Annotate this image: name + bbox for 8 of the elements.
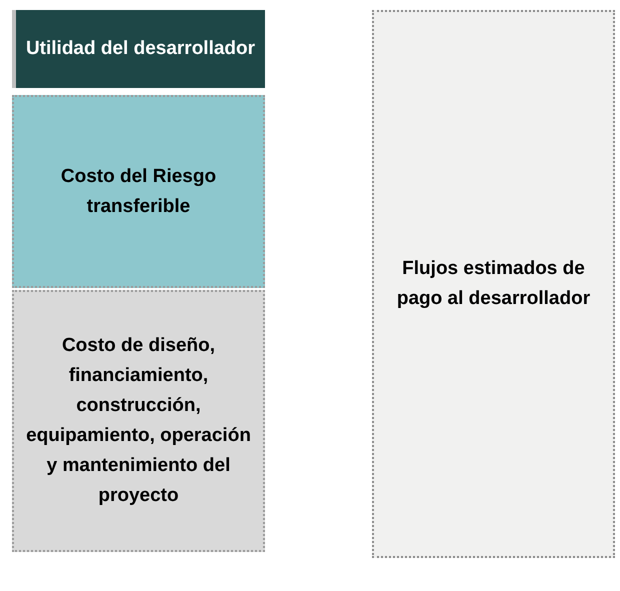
box-label: Costo de diseño, financiamiento, construcción, equipamiento, operación y mantenimiento del proyecto xyxy=(25,334,252,508)
box-label: Costo del Riesgo transferible xyxy=(60,164,218,218)
text-box xyxy=(372,10,615,558)
box-label: Flujos estimados de pago al desarrollador xyxy=(396,257,592,311)
text-box xyxy=(12,95,265,288)
box-label: Utilidad del desarrollador xyxy=(26,37,256,61)
text-box xyxy=(12,10,265,88)
text-box xyxy=(12,290,265,552)
